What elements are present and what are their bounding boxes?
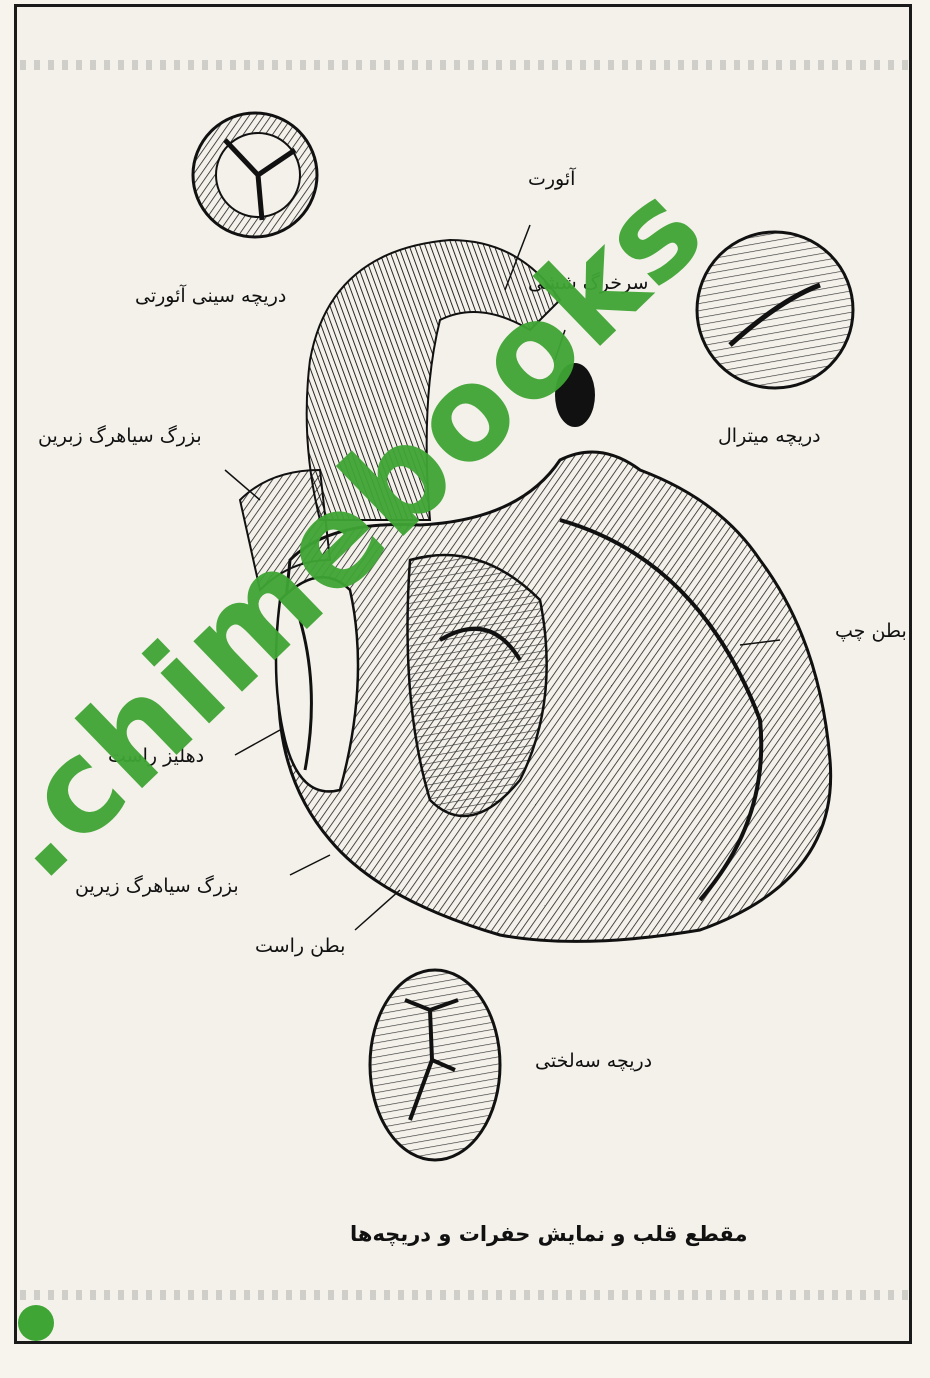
tricuspid-valve-drawing [370, 970, 500, 1160]
label-tricuspid-valve: دریچه سه‌لختی [535, 1050, 652, 1072]
label-aorta: آئورت [528, 168, 575, 190]
bleed-through-text-bottom [20, 1290, 910, 1300]
label-superior-vena-cava: بزرگ سیاهرگ زبرین [38, 425, 202, 447]
label-inferior-vena-cava: بزرگ سیاهرگ زیرین [75, 875, 239, 897]
label-mitral-valve: دریچه میترال [718, 425, 821, 447]
label-left-ventricle: بطن چپ [835, 620, 907, 642]
aortic-valve-drawing [193, 113, 317, 237]
label-right-ventricle: بطن راست [255, 935, 345, 957]
watermark-dot [18, 1305, 54, 1341]
label-aortic-valve: دریچه سینی آئورتی [135, 285, 286, 307]
figure-caption: مقطع قلب و نمایش حفرات و دریچه‌ها [350, 1222, 748, 1246]
